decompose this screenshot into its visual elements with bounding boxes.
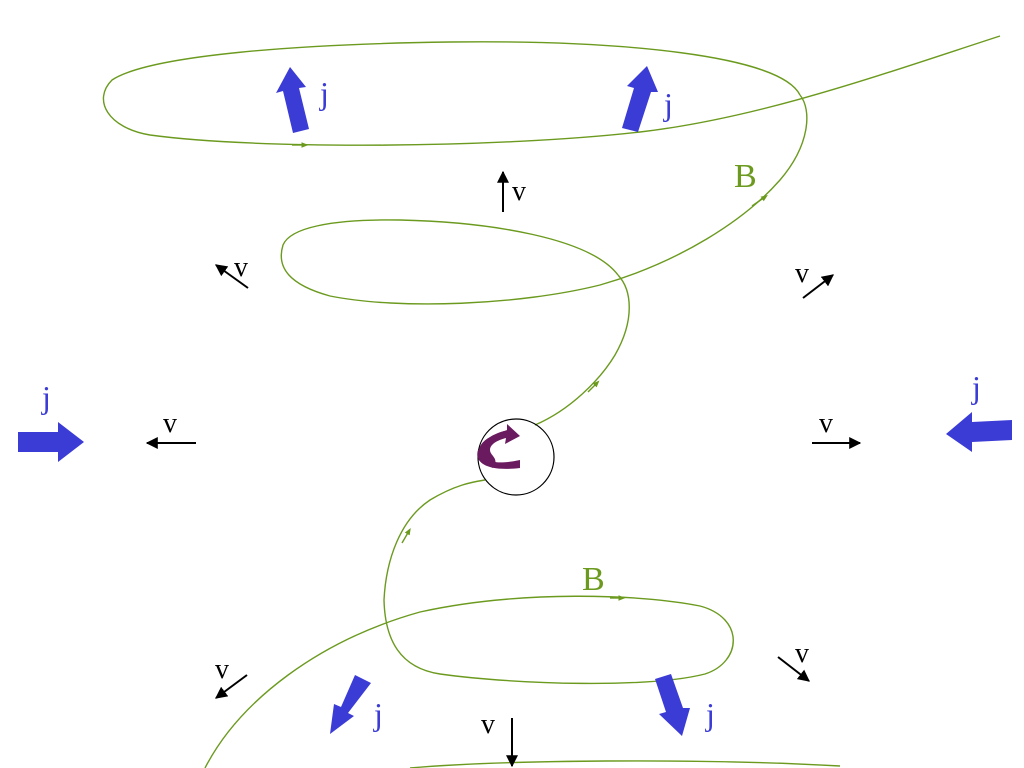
current-label-j: j [663,86,673,122]
labels: B B j j j j j j v v v v v v v v [41,75,981,740]
field-label-b: B [734,158,757,195]
field-line-lower-tail [204,479,734,768]
current-label-j: j [373,696,383,732]
velocity-label-v: v [234,252,248,283]
current-arrow-icon [946,412,1012,452]
current-label-j: j [971,369,981,405]
current-arrow-icon [622,66,658,132]
current-arrows [18,66,1012,736]
field-line-middle-loop [280,94,808,305]
current-arrow-icon [330,675,371,734]
rotation-arrow-icon [477,424,520,469]
velocity-label-v: v [512,176,526,207]
current-label-j: j [319,75,329,111]
velocity-label-v: v [481,709,495,740]
field-line-bottom-edge [409,760,841,768]
current-arrow-icon [655,674,690,736]
velocity-label-v: v [819,408,833,439]
velocity-arrows [145,170,862,768]
field-direction-marker [587,380,600,393]
velocity-arrow-icon [215,674,248,699]
magnetic-field-line [102,35,1001,768]
rotating-body [477,418,555,496]
field-line-middle [534,274,630,426]
velocity-label-v: v [795,638,809,669]
velocity-label-v: v [163,408,177,439]
field-direction-marker [401,527,411,544]
velocity-arrow-icon [777,656,810,682]
field-direction-marker [751,195,768,207]
velocity-label-v: v [795,258,809,289]
velocity-arrow-icon [215,264,249,289]
current-label-j: j [41,379,51,415]
current-label-j: j [705,696,715,732]
field-line-upper-loop [102,35,1001,146]
velocity-arrow-icon [802,274,834,299]
velocity-label-v: v [215,654,229,685]
current-arrow-icon [276,67,309,133]
current-arrow-icon [18,422,84,462]
field-label-b: B [582,561,605,598]
